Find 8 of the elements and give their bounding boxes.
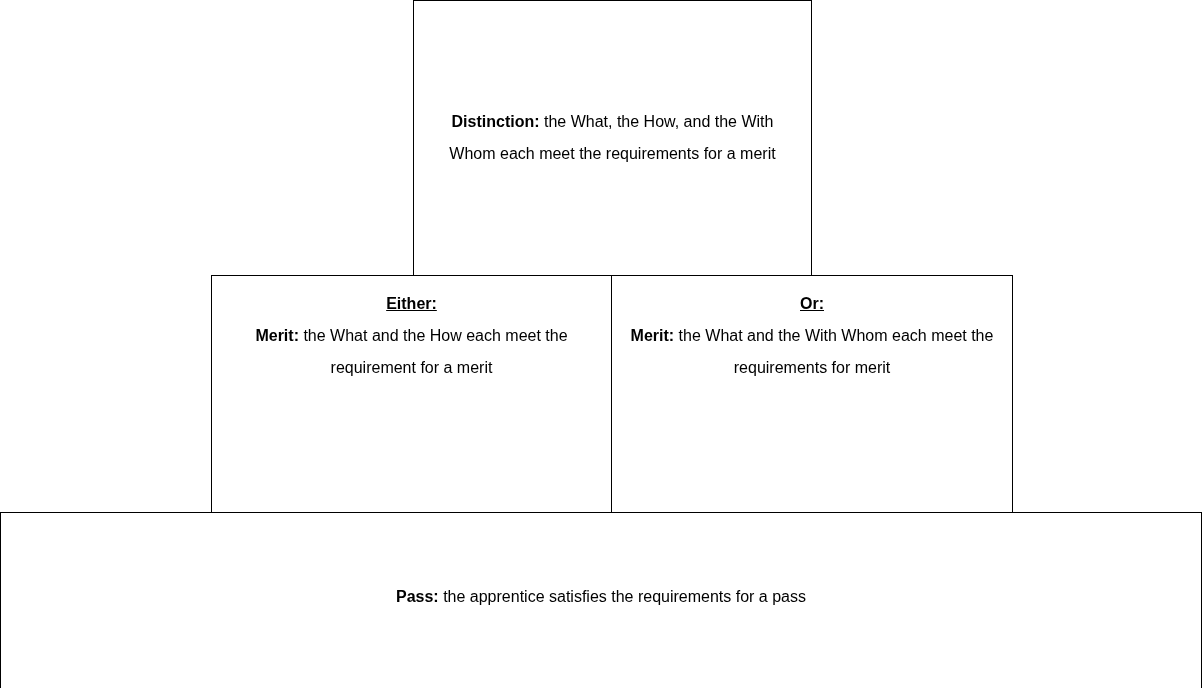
description: Merit: the What and the How each meet the requirement for a merit <box>254 326 569 378</box>
base-box <box>0 512 1202 688</box>
description: Distinction: the What, the How, and the With Whom each meet the requirements for a merit <box>448 112 777 164</box>
heading: Either: <box>386 294 437 314</box>
heading: Or: <box>800 294 824 314</box>
description: Pass: the apprentice satisfies the requirements for a pass <box>396 587 806 607</box>
description: Merit: the What and the With Whom each meet the requirements for merit <box>629 326 995 378</box>
tier-box <box>413 0 812 276</box>
